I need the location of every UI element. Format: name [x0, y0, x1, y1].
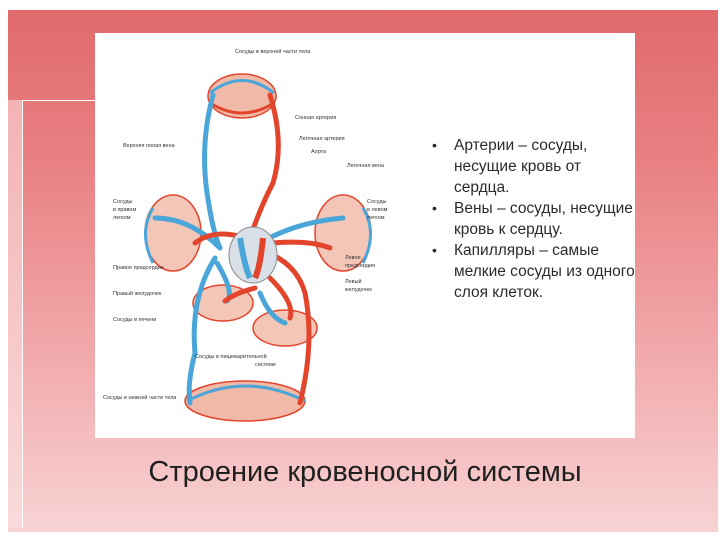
label-pulmonary-vein: Легочная вена [347, 163, 385, 169]
label-right-lung-1: Сосуды [113, 199, 133, 205]
bullet-capillaries: Капилляры – самые мелкие сосуды из одног… [430, 240, 635, 303]
left-lung-capillaries [315, 195, 371, 271]
bullet-veins: Вены – сосуды, несущие кровь к сердцу. [430, 198, 635, 240]
slide-left-strip [8, 100, 23, 528]
slide-title: Строение кровеносной системы [60, 456, 670, 489]
label-digestive-1: Сосуды в пищеварительной [195, 353, 267, 360]
label-left-ventricle-1: Левый [345, 278, 362, 285]
label-left-atrium-1: Левое [345, 255, 361, 261]
label-left-lung-3: легком [367, 215, 385, 221]
label-pulmonary-artery: Легочная артерия [299, 136, 345, 142]
label-left-lung-2: в левом [367, 207, 388, 213]
label-carotid-artery: Сонная артерия [295, 115, 336, 121]
label-left-lung-1: Сосуды [367, 199, 387, 205]
label-liver-vessels: Сосуды в печени [113, 317, 156, 323]
label-right-atrium: Правое предсердие [113, 265, 164, 271]
heart [229, 227, 277, 283]
label-lower-body-vessels: Сосуды в нижней части тела [103, 394, 177, 401]
circulatory-system-diagram: Сосуды в верхней части тела Сонная артер… [95, 33, 415, 438]
right-lung-capillaries [145, 195, 201, 271]
label-digestive-2: системе [255, 362, 276, 368]
label-aorta: Аорта [311, 149, 327, 155]
label-right-lung-2: в правом [113, 207, 136, 213]
label-right-lung-3: легком [113, 215, 131, 221]
bullet-arteries: Артерии – сосуды, несущие кровь от сердц… [430, 135, 635, 198]
label-right-ventricle: Правый желудочек [113, 290, 162, 297]
label-upper-body-vessels: Сосуды в верхней части тела [235, 48, 311, 55]
label-superior-vena-cava: Верхняя полая вена [123, 143, 176, 149]
label-left-ventricle-2: желудочек [345, 287, 372, 293]
label-left-atrium-2: предсердие [345, 263, 375, 269]
bullet-list: Артерии – сосуды, несущие кровь от сердц… [430, 135, 635, 303]
